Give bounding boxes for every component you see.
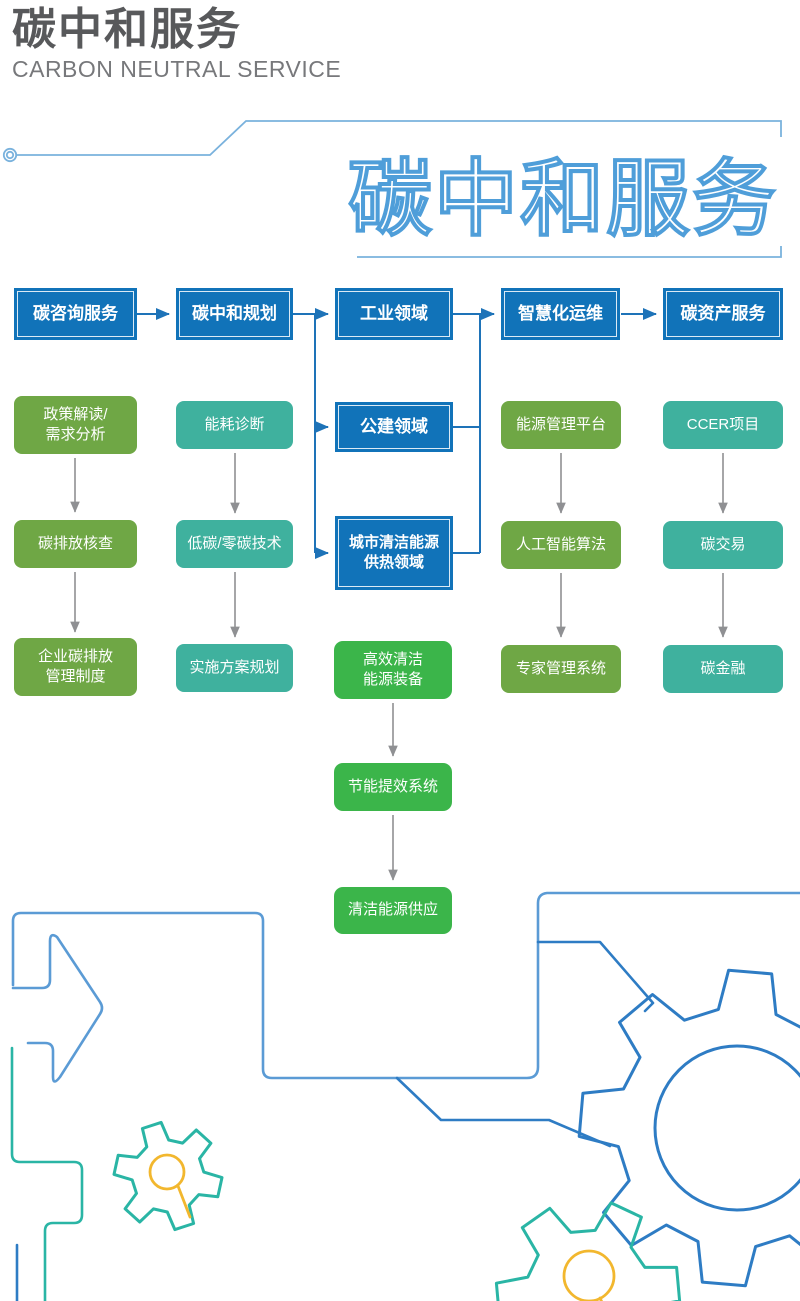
branch-line-right — [536, 940, 655, 1013]
node-ccer-project: CCER项目 — [663, 401, 783, 449]
node-industrial-field: 工业领域 — [335, 288, 453, 340]
node-implementation-plan: 实施方案规划 — [176, 644, 293, 692]
page-title: 碳中和服务 — [12, 5, 242, 54]
page-subtitle: CARBON NEUTRAL SERVICE — [12, 56, 342, 83]
gear-icon-small-teal — [112, 1120, 224, 1232]
arrow-outline-icon — [11, 933, 104, 1083]
node-clean-energy-equipment: 高效清洁 能源装备 — [334, 641, 452, 699]
bottom-circuit-lines — [10, 891, 800, 1301]
node-carbon-neutral-planning: 碳中和规划 — [176, 288, 293, 340]
node-urban-clean-heating-field: 城市清洁能源 供热领域 — [335, 516, 453, 590]
node-low-zero-carbon-tech: 低碳/零碳技术 — [176, 520, 293, 568]
gear-icon-medium-teal — [494, 1201, 682, 1301]
node-carbon-asset-service: 碳资产服务 — [663, 288, 783, 340]
node-expert-management-system: 专家管理系统 — [501, 645, 621, 693]
node-energy-saving-system: 节能提效系统 — [334, 763, 452, 811]
teal-step-line — [10, 1046, 84, 1301]
magnifier-icon-small — [148, 1153, 192, 1219]
node-ai-algorithm: 人工智能算法 — [501, 521, 621, 569]
flow-connectors-blue — [137, 308, 657, 559]
node-carbon-trading: 碳交易 — [663, 521, 783, 569]
node-energy-management-platform: 能源管理平台 — [501, 401, 621, 449]
node-energy-diagnosis: 能耗诊断 — [176, 401, 293, 449]
watermark-title: 碳中和服务 — [348, 152, 778, 246]
node-policy-interpretation: 政策解读/ 需求分析 — [14, 396, 137, 454]
page-header: 碳中和服务 CARBON NEUTRAL SERVICE — [12, 5, 342, 83]
node-clean-energy-supply: 清洁能源供应 — [334, 887, 452, 934]
node-smart-operation: 智慧化运维 — [501, 288, 620, 340]
node-enterprise-carbon-management: 企业碳排放 管理制度 — [14, 638, 137, 696]
banner-circuit-line — [2, 120, 782, 258]
gear-hub-circle — [653, 1044, 800, 1212]
flow-connectors-gray — [70, 453, 728, 881]
rounded-frame-line — [11, 891, 800, 1080]
node-carbon-finance: 碳金融 — [663, 645, 783, 693]
node-carbon-consulting: 碳咨询服务 — [14, 288, 137, 340]
magnifier-icon-medium — [562, 1249, 616, 1301]
gear-icon-large-blue — [577, 968, 800, 1288]
node-carbon-emission-verification: 碳排放核查 — [14, 520, 137, 568]
node-public-building-field: 公建领域 — [335, 402, 453, 452]
